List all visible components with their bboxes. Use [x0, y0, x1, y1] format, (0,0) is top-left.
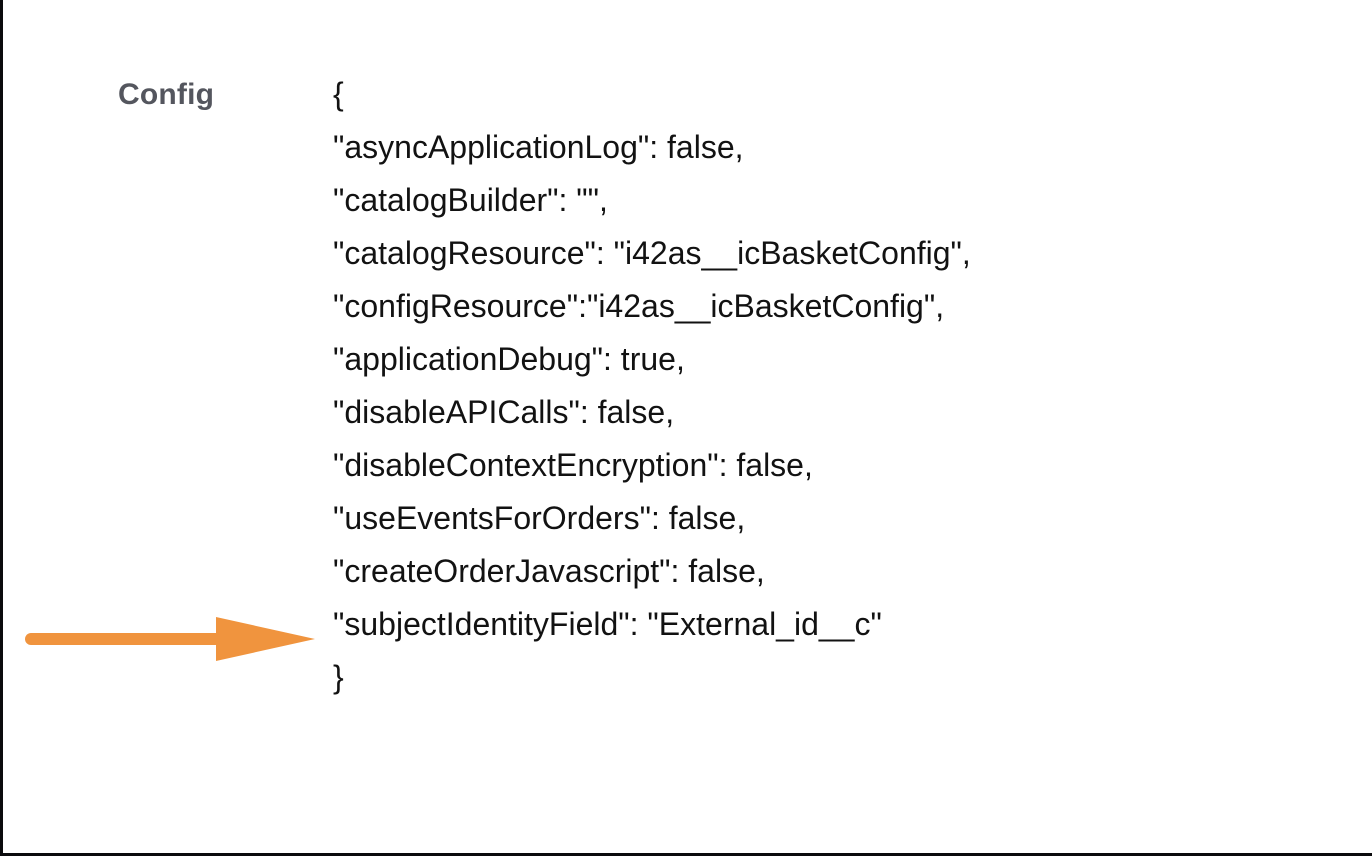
json-line: "catalogResource": "i42as__icBasketConfi… [333, 235, 971, 271]
config-label: Config [118, 78, 215, 111]
json-line: "asyncApplicationLog": false, [333, 129, 744, 165]
json-line: "subjectIdentityField": "External_id__c" [333, 606, 882, 642]
json-line: "createOrderJavascript": false, [333, 553, 765, 589]
config-json-block: { "asyncApplicationLog": false, "catalogBu… [333, 68, 971, 704]
arrow-head [216, 617, 315, 661]
json-line: "configResource":"i42as__icBasketConfig"… [333, 288, 945, 324]
arrow-right-icon [25, 617, 315, 661]
json-line: "catalogBuilder": "", [333, 182, 608, 218]
json-line: "disableAPICalls": false, [333, 394, 675, 430]
json-line: "applicationDebug": true, [333, 341, 685, 377]
json-line: } [333, 659, 344, 695]
json-line: { [333, 76, 344, 112]
json-line: "useEventsForOrders": false, [333, 500, 746, 536]
json-line: "disableContextEncryption": false, [333, 447, 813, 483]
